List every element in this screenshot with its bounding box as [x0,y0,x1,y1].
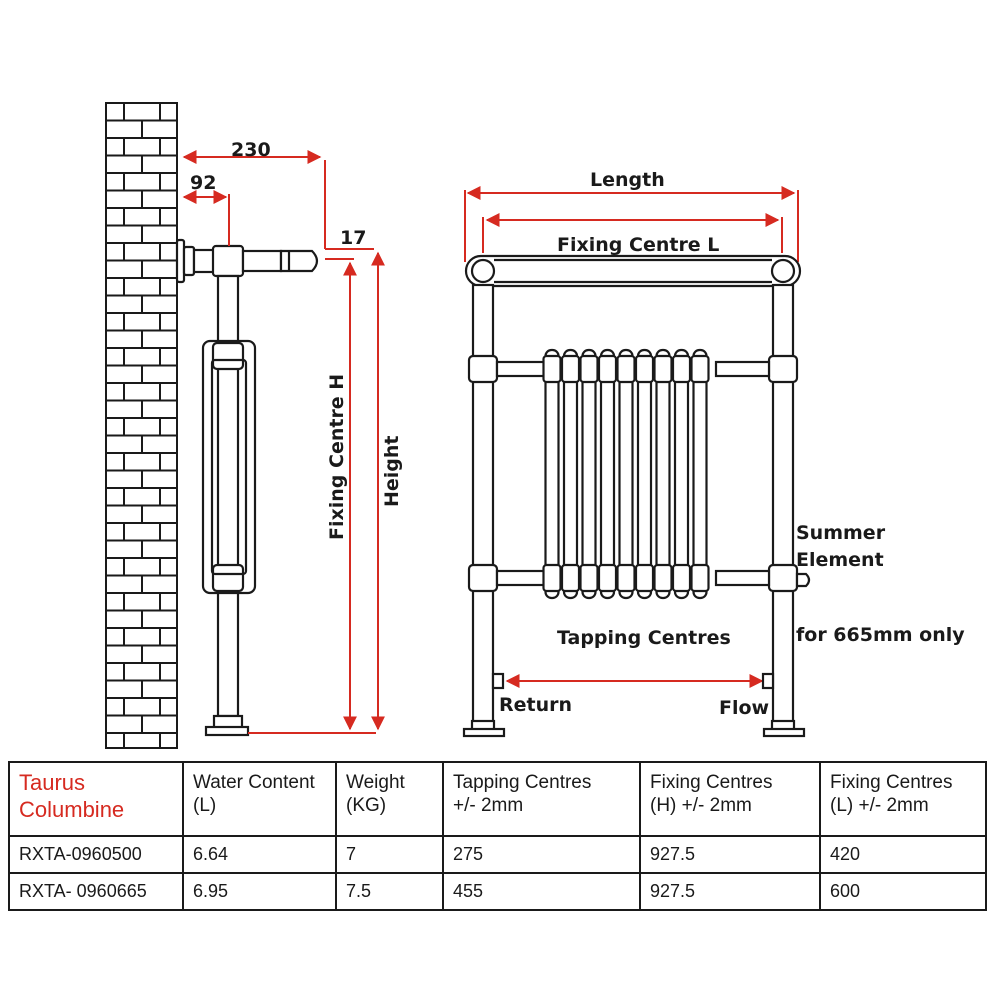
table-cell: RXTA-0960500 [8,835,184,874]
side-view-radiator [175,238,319,737]
summer-element-label-line1: Summer [796,522,886,544]
header-tapping-centres: Tapping Centres+/- 2mm [442,761,641,837]
fixing-centre-l-label: Fixing Centre L [557,234,719,256]
table-cell: 600 [819,872,987,911]
summer-note-label: for 665mm only [796,624,965,646]
radiator-columns [542,348,710,600]
dim-92-label: 92 [190,172,216,194]
return-label: Return [499,694,572,716]
dim-230-label: 230 [231,139,271,161]
summer-element-label-line2: Element [796,549,884,571]
flow-label: Flow [719,697,769,719]
table-cell: 6.64 [182,835,337,874]
table-cell: 455 [442,872,641,911]
height-label: Height [381,435,403,507]
front-view-labels: Length Fixing Centre L Summer Element Ta… [499,169,965,719]
table-cell: 6.95 [182,872,337,911]
fixing-centre-h-label: Fixing Centre H [326,374,348,540]
table-cell: RXTA- 0960665 [8,872,184,911]
tapping-centres-label: Tapping Centres [557,627,731,649]
table-row: RXTA- 0960665 6.95 7.5 455 927.5 600 [8,872,987,911]
header-fixing-centres-h: Fixing Centres(H) +/- 2mm [639,761,821,837]
table-row: RXTA-0960500 6.64 7 275 927.5 420 [8,835,987,874]
length-label: Length [590,169,665,191]
front-view-radiator [462,254,811,738]
brick-wall [105,102,178,749]
header-fixing-centres-l: Fixing Centres(L) +/- 2mm [819,761,987,837]
table-cell: 275 [442,835,641,874]
table-cell: 420 [819,835,987,874]
header-weight: Weight(KG) [335,761,444,837]
dim-17-label: 17 [340,227,366,249]
radiator-dimension-diagram: 230 92 17 Fixing Centre H Height [105,102,965,749]
header-water-content: Water Content(L) [182,761,337,837]
side-view-dimensions [182,150,385,734]
table-cell: 7.5 [335,872,444,911]
side-view-labels: 230 92 17 Fixing Centre H Height [190,139,403,540]
front-view-dimensions [464,186,799,688]
table-cell: 927.5 [639,835,821,874]
table-cell: 927.5 [639,872,821,911]
table-cell: 7 [335,835,444,874]
